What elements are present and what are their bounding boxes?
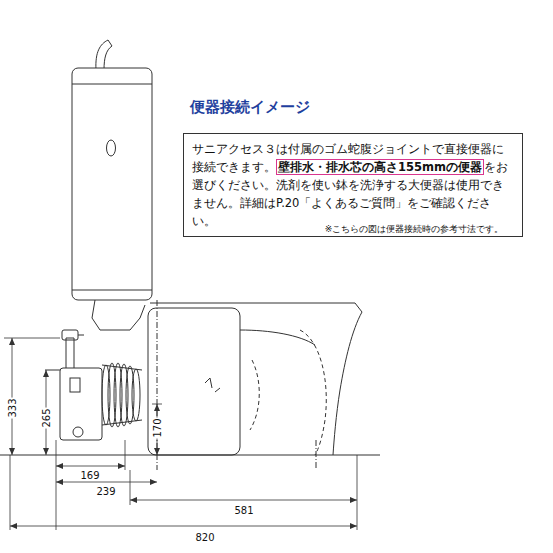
highlight-box: 壁排水・排水芯の高さ155mmの便器 bbox=[276, 159, 484, 175]
dimension: 170 bbox=[152, 417, 163, 438]
toilet-base bbox=[148, 308, 240, 455]
dimension: 265 bbox=[41, 407, 52, 428]
dimension: 239 bbox=[95, 486, 116, 497]
heading: 便器接続イメージ bbox=[190, 98, 310, 117]
flush-button bbox=[107, 140, 116, 156]
note-box: サニアクセス３は付属のゴム蛇腹ジョイントで直接便器に接続できます。壁排水・排水芯… bbox=[183, 133, 523, 237]
outlet bbox=[73, 427, 83, 437]
dimension: 333 bbox=[7, 397, 18, 418]
bellows-joint bbox=[102, 363, 142, 427]
dimension: 820 bbox=[194, 532, 215, 543]
note-text: 壁排水・排水芯の高さ155mmの便器 bbox=[278, 160, 482, 174]
spout bbox=[96, 40, 112, 70]
dimension-lines bbox=[4, 338, 357, 530]
floor bbox=[0, 454, 380, 455]
dimension: 169 bbox=[79, 470, 100, 481]
pump-unit bbox=[60, 368, 102, 440]
note: ※こちらの図は便器接続時の参考寸法です。 bbox=[324, 224, 505, 235]
tank bbox=[72, 68, 152, 300]
dimension: 581 bbox=[233, 505, 254, 516]
